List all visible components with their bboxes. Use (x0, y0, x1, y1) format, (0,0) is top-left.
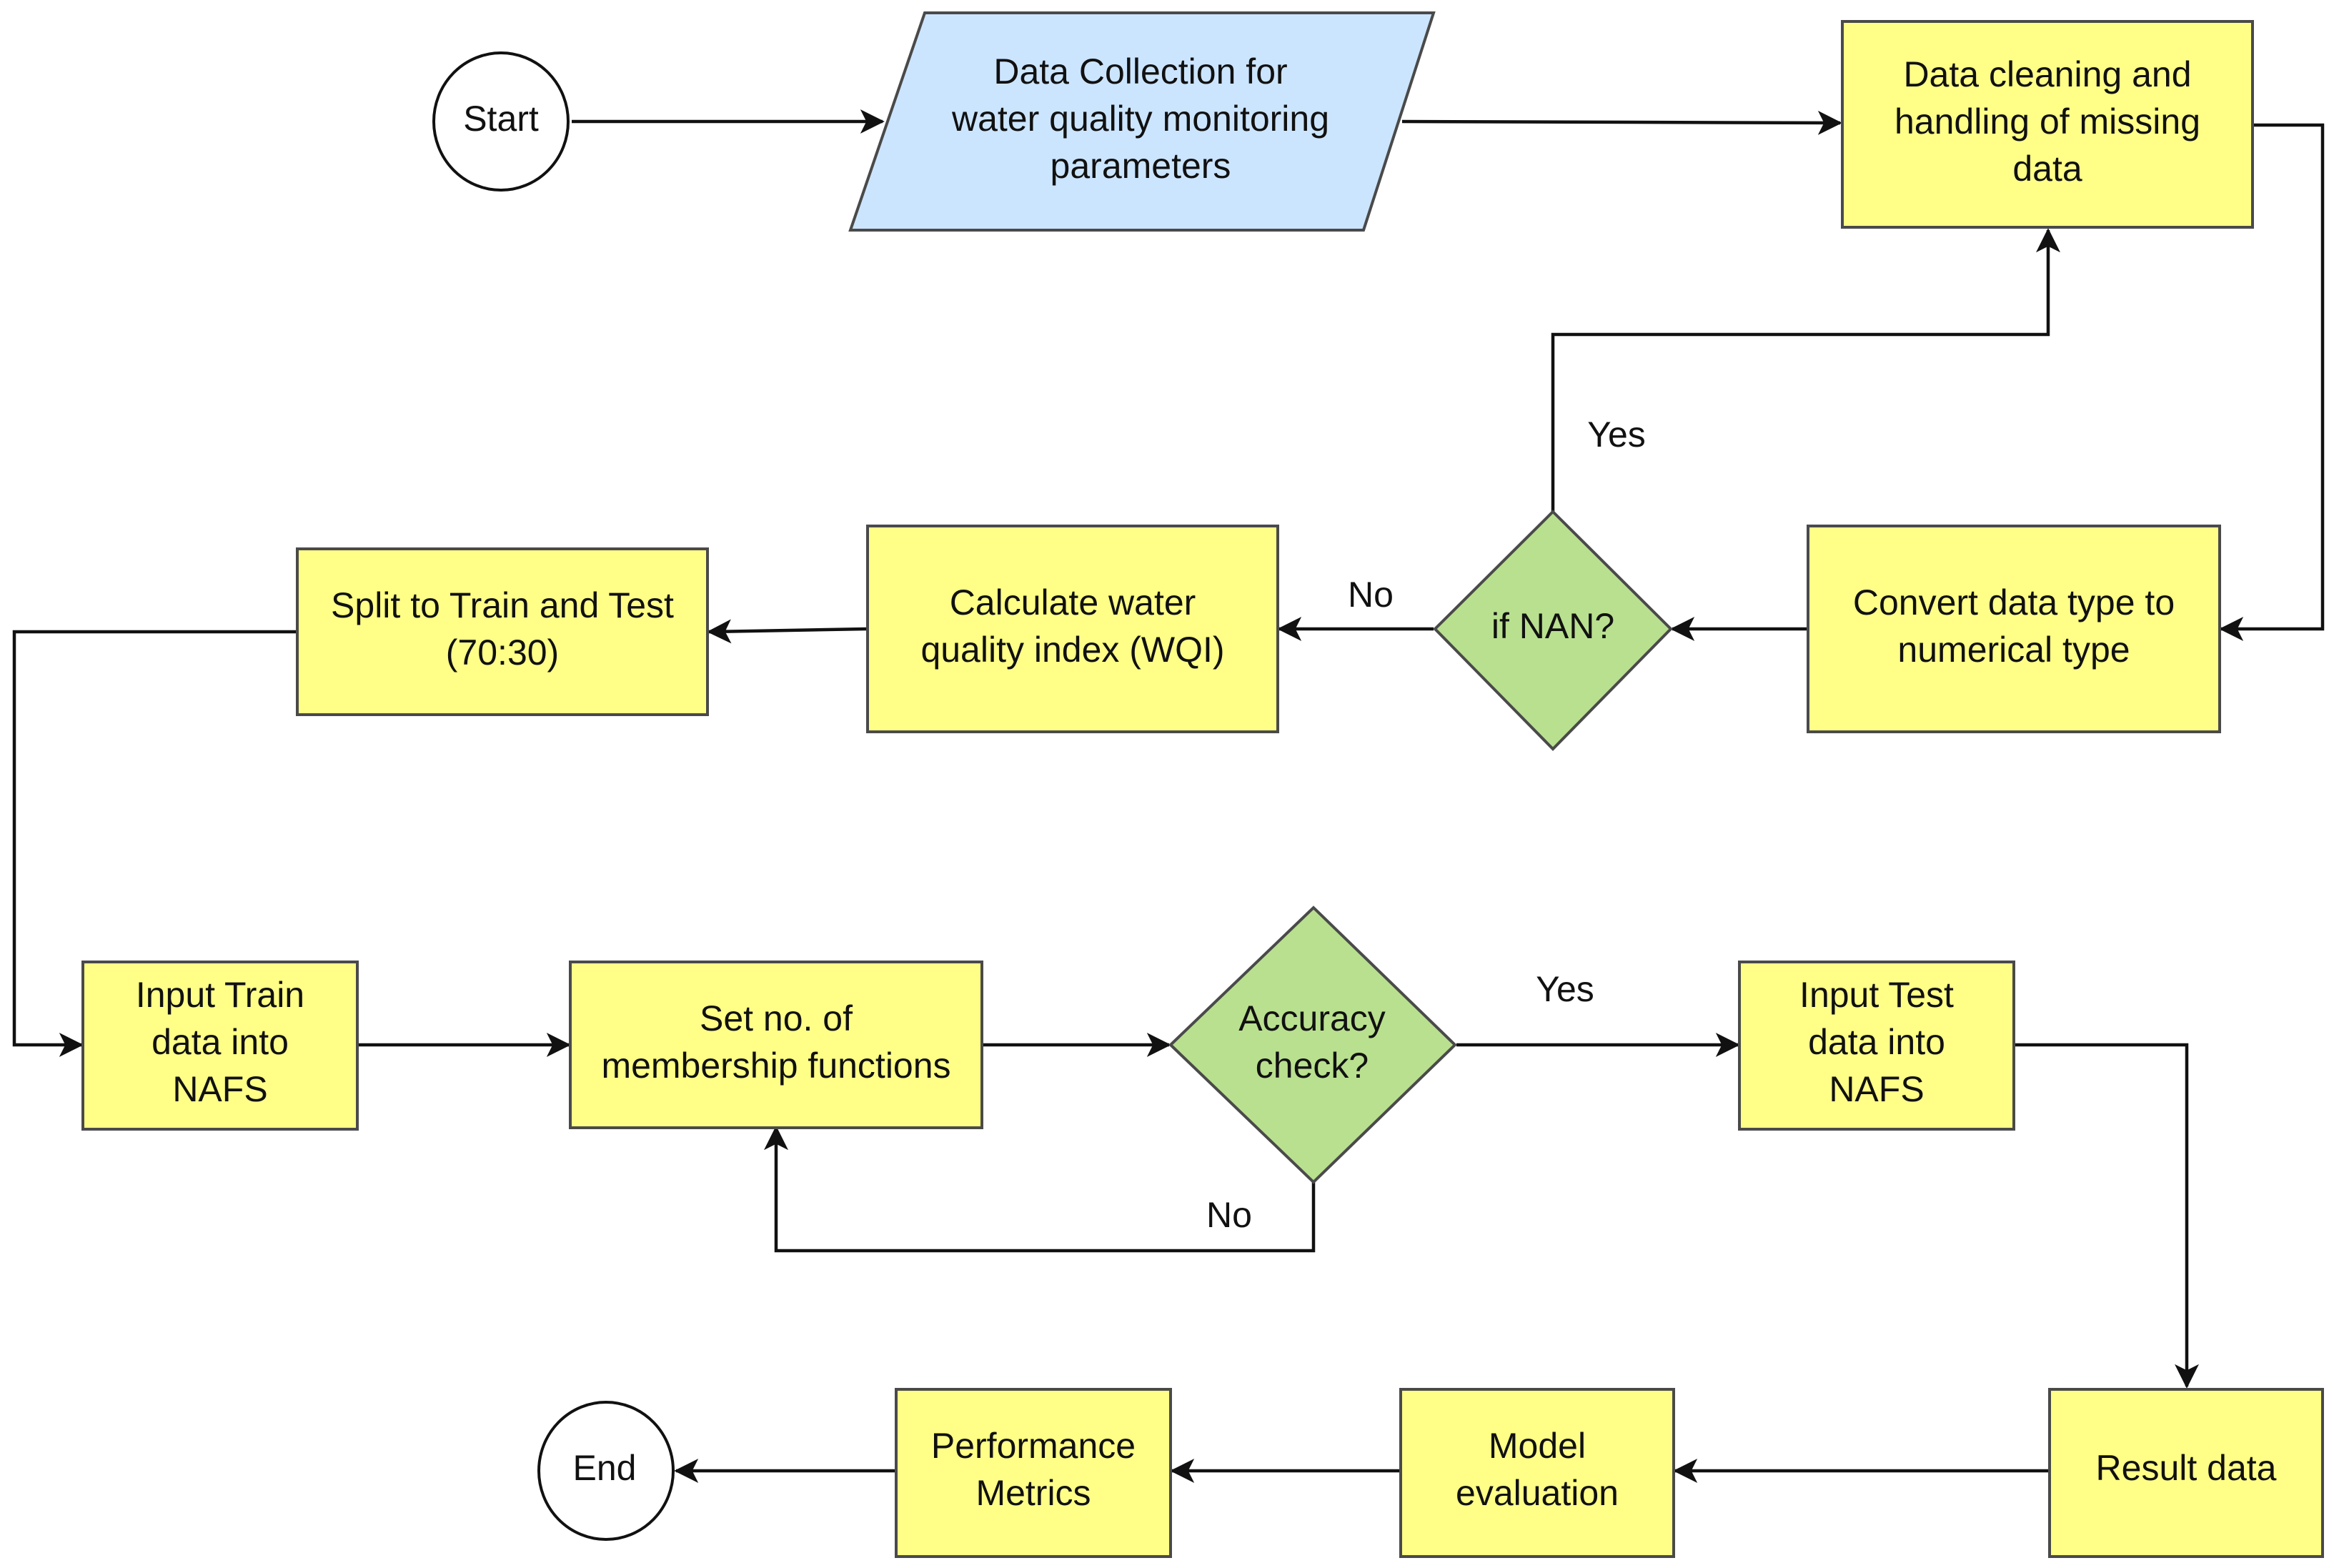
node-if-nan: if NAN? (1433, 510, 1673, 751)
split-label: Split to Train and Test (70:30) (331, 585, 674, 673)
label-line: (70:30) (446, 632, 559, 673)
label-line: Metrics (975, 1473, 1091, 1513)
edge-cleaning-to-convert (2219, 123, 2325, 641)
set-mf-label: Set no. of membership functions (601, 998, 950, 1086)
label-line: Convert data type to (1853, 582, 2175, 622)
label-line: data (2012, 149, 2082, 189)
node-result: Result data (2048, 1388, 2324, 1558)
edge-accuracy-no-to-setmf (764, 1126, 1316, 1253)
label-line: Start (463, 99, 539, 139)
edge-label-accuracy-yes: Yes (1536, 969, 1594, 1009)
calc-wqi-label: Calculate water quality index (WQI) (920, 582, 1224, 670)
data-cleaning-box (1841, 20, 2254, 229)
end-label: End (573, 1448, 637, 1488)
input-train-box (81, 961, 359, 1131)
convert-type-label: Convert data type to numerical type (1853, 582, 2175, 670)
data-collection-parallelogram (848, 11, 1436, 232)
start-terminal (432, 51, 570, 192)
label-line: Data cleaning and (1903, 54, 2191, 94)
edge-wqi-to-split (707, 619, 867, 644)
edge-label-nan-no: No (1348, 575, 1394, 615)
node-data-cleaning: Data cleaning and handling of missing data (1841, 20, 2254, 229)
label-line: Set no. of (700, 998, 853, 1038)
edge-test-to-result (2014, 1043, 2199, 1389)
node-set-mf: Set no. of membership functions (569, 961, 983, 1129)
label-line: data into (152, 1022, 289, 1062)
label-line: Calculate water (950, 582, 1196, 622)
node-convert-type: Convert data type to numerical type (1807, 525, 2221, 733)
input-test-box (1738, 961, 2015, 1131)
node-calc-wqi: Calculate water quality index (WQI) (866, 525, 1279, 733)
node-start: Start (432, 51, 570, 192)
set-mf-box (569, 961, 983, 1129)
label-line: Data Collection for (993, 51, 1287, 91)
model-eval-box (1399, 1388, 1675, 1558)
label-line: Input Train (136, 975, 304, 1015)
if-nan-diamond (1433, 510, 1673, 751)
accuracy-diamond (1168, 905, 1457, 1184)
edges (12, 109, 2325, 1483)
label-line: Model (1489, 1426, 1586, 1466)
if-nan-label: if NAN? (1491, 606, 1614, 646)
edge-collection-to-cleaning (1401, 110, 1842, 135)
label-line: Input Test (1799, 975, 1954, 1015)
performance-metrics-box (895, 1388, 1172, 1558)
label-line: End (573, 1448, 637, 1488)
data-collection-label: Data Collection for water quality monitor… (951, 51, 1329, 186)
label-line: quality index (WQI) (920, 630, 1224, 670)
label-line: parameters (1051, 146, 1231, 186)
result-label: Result data (2096, 1448, 2277, 1488)
edge-split-to-train (12, 630, 296, 1057)
edge-labels: Yes No Yes No (1206, 415, 1646, 1235)
node-accuracy: Accuracy check? (1168, 905, 1457, 1184)
node-end: End (537, 1401, 675, 1541)
end-terminal (537, 1401, 675, 1541)
label-line: data into (1808, 1022, 1945, 1062)
label-line: if NAN? (1491, 606, 1614, 646)
label-line: handling of missing (1894, 101, 2200, 142)
label-line: Accuracy (1238, 998, 1386, 1038)
label-line: Result data (2096, 1448, 2277, 1488)
calc-wqi-box (866, 525, 1279, 733)
node-model-eval: Model evaluation (1399, 1388, 1675, 1558)
model-eval-label: Model evaluation (1456, 1426, 1619, 1513)
edge-ifnan-yes-to-cleaning (1551, 228, 2060, 512)
label-line: check? (1256, 1046, 1369, 1086)
result-box (2048, 1388, 2324, 1558)
split-box (296, 547, 709, 716)
label-line: NAFS (172, 1069, 267, 1109)
node-data-collection: Data Collection for water quality monitor… (848, 11, 1436, 232)
edge-label-accuracy-no: No (1206, 1195, 1252, 1235)
label-line: Split to Train and Test (331, 585, 674, 625)
convert-type-box (1807, 525, 2221, 733)
label-line: membership functions (601, 1046, 950, 1086)
accuracy-label: Accuracy check? (1238, 998, 1386, 1086)
edge-label-nan-yes: Yes (1587, 415, 1646, 455)
label-line: water quality monitoring (951, 99, 1329, 139)
label-line: numerical type (1897, 630, 2130, 670)
node-split: Split to Train and Test (70:30) (296, 547, 709, 716)
label-line: evaluation (1456, 1473, 1619, 1513)
data-cleaning-label: Data cleaning and handling of missing data (1894, 54, 2200, 189)
label-line: NAFS (1829, 1069, 1924, 1109)
label-line: Performance (931, 1426, 1136, 1466)
start-label: Start (463, 99, 539, 139)
